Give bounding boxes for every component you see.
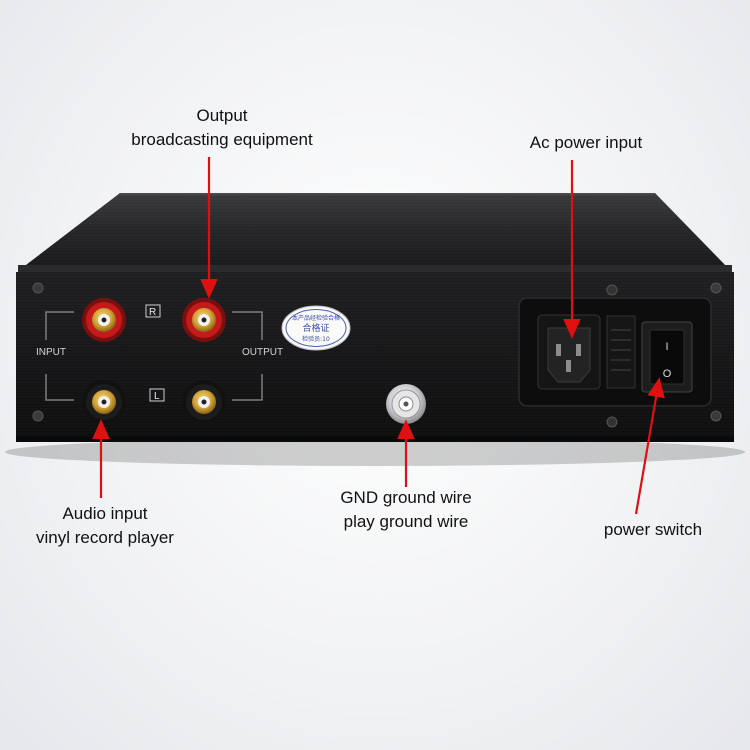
input-silkscreen-label: INPUT: [36, 347, 66, 358]
certificate-inspector-text: 检验员:10: [302, 335, 330, 343]
left-channel-marker-box: [149, 388, 165, 402]
unit-shadow: [5, 438, 745, 466]
audio-input-annotation-line1: Audio input: [62, 504, 148, 523]
rca-output-left-jack[interactable]: [182, 380, 226, 424]
power-switch-annotation-line1: power switch: [603, 520, 703, 539]
rca-input-right-jack[interactable]: [82, 298, 126, 342]
power-rocker-switch[interactable]: I O: [641, 321, 693, 393]
chassis-bevel: [18, 265, 732, 274]
certificate-main-text: 合格证: [302, 322, 329, 334]
certificate-top-text: 本产品经检验合格: [292, 314, 340, 322]
fuse-drawer[interactable]: [606, 315, 636, 389]
qc-certificate-sticker: 本产品经检验合格 合格证 检验员:10: [281, 305, 351, 351]
ac-power-annotation: Ac power input: [512, 131, 660, 155]
right-channel-marker-box: [145, 304, 161, 318]
screw-icon: [606, 284, 618, 296]
output-annotation-line1: Output: [196, 106, 248, 125]
screw-icon: [710, 410, 722, 422]
ac-power-annotation-line1: Ac power input: [529, 133, 643, 152]
annotation-arrows: [92, 157, 665, 515]
gnd-annotation: GND ground wire play ground wire: [328, 486, 484, 534]
silkscreen-lines: [45, 311, 263, 401]
gnd-annotation-line1: GND ground wire: [340, 488, 472, 507]
output-annotation-line2: broadcasting equipment: [131, 130, 313, 149]
output-annotation: Output broadcasting equipment: [122, 104, 322, 152]
right-channel-marker: R: [149, 307, 156, 318]
switch-on-symbol: I: [665, 341, 668, 353]
chassis-top-texture: [22, 193, 728, 268]
power-switch-annotation: power switch: [594, 518, 712, 542]
screw-icon: [32, 410, 44, 422]
screw-icon: [606, 416, 618, 428]
switch-off-symbol: O: [663, 368, 672, 380]
ac-power-inlet[interactable]: [537, 314, 601, 390]
gnd-annotation-line2: play ground wire: [343, 512, 469, 531]
audio-input-annotation-line2: vinyl record player: [36, 528, 174, 547]
power-module: I O: [518, 284, 712, 428]
corner-screws: [32, 282, 722, 422]
gnd-binding-post[interactable]: [386, 384, 426, 424]
left-channel-marker: L: [154, 391, 160, 402]
power-switch-arrow: [634, 377, 665, 515]
bottom-lip: [16, 436, 734, 442]
screw-icon: [32, 282, 44, 294]
output-silkscreen-label: OUTPUT: [242, 347, 283, 358]
rca-input-left-jack[interactable]: [82, 380, 126, 424]
rca-output-right-jack[interactable]: [182, 298, 226, 342]
audio-input-annotation: Audio input vinyl record player: [26, 502, 184, 550]
screw-icon: [710, 282, 722, 294]
